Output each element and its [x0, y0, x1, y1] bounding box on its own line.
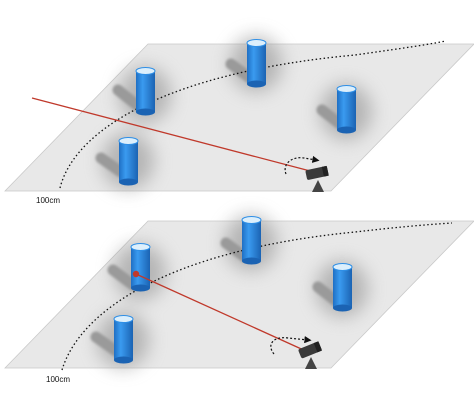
range-label: 100cm: [36, 196, 60, 205]
lidar-sensor-icon: [305, 165, 329, 192]
range-arc: [59, 40, 447, 189]
cylinder-obstacle-icon: [135, 67, 156, 116]
range-label: 100cm: [46, 375, 70, 384]
cylinder-obstacle-icon: [246, 39, 267, 88]
rotation-arrow-icon: [284, 155, 320, 175]
laser-beam: [31, 97, 315, 173]
cylinder-obstacle-icon: [241, 216, 262, 265]
cylinder-obstacle-icon: [332, 263, 353, 312]
panel-bottom: 100cm: [4, 215, 474, 384]
rotation-arrow-icon: [270, 336, 312, 355]
cylinder-obstacle-icon: [336, 85, 357, 134]
cylinder-obstacle-icon: [113, 315, 134, 364]
panel-top: 100cm: [4, 36, 474, 205]
laser-hit-point: [132, 270, 140, 278]
lidar-sensor-icon: [298, 341, 323, 369]
cylinder-obstacle-icon: [130, 243, 151, 292]
cylinder-obstacle-icon: [118, 137, 139, 186]
laser-beam: [135, 273, 309, 353]
